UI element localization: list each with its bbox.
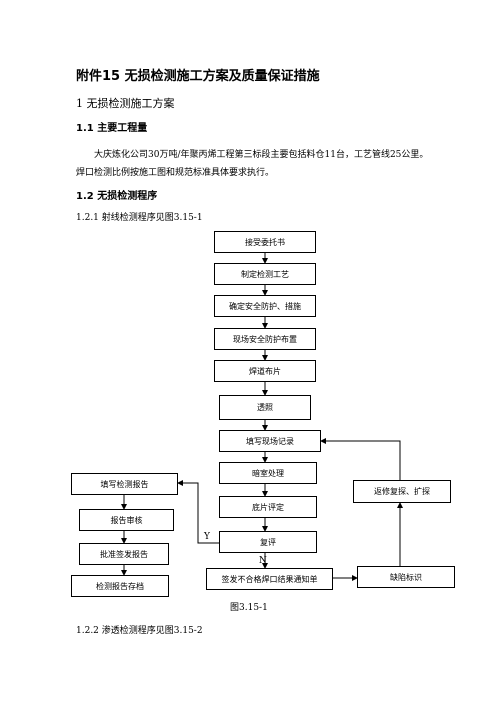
flow-step-fill-report: 填写检测报告 <box>71 473 178 495</box>
subsubsection-heading: 1.2.1 射线检测程序见图3.15-1 <box>76 213 203 223</box>
branch-label-yes: Y <box>204 532 210 542</box>
flow-step-film-evaluation: 底片评定 <box>219 496 317 518</box>
section-heading: 1 无损检测施工方案 <box>76 97 175 110</box>
page-title: 附件15 无损检测施工方案及质量保证措施 <box>76 69 320 84</box>
flow-step-re-evaluation: 复评 <box>219 531 317 553</box>
flow-step-rework-retest: 返修复探、扩探 <box>353 480 451 503</box>
flow-step-make-procedure: 制定检测工艺 <box>214 263 316 285</box>
flow-step-report-review: 报告审核 <box>79 509 174 531</box>
flow-step-archive-report: 检测报告存档 <box>71 575 169 597</box>
branch-label-no: N <box>259 556 267 566</box>
arrow-line <box>320 438 401 480</box>
subsubsection-heading: 1.2.2 渗透检测程序见图3.15-2 <box>76 626 203 636</box>
flow-step-nonconformance-notice: 签发不合格焊口结果通知单 <box>206 568 333 590</box>
flow-step-field-record: 填写现场记录 <box>219 430 321 452</box>
flow-step-film-placement: 焊道布片 <box>214 360 316 382</box>
flow-step-accept-commission: 接受委托书 <box>214 231 316 253</box>
subsection-heading: 1.1 主要工程量 <box>76 123 148 134</box>
flow-step-safety-measures: 确定安全防护、措施 <box>214 295 316 317</box>
flow-step-darkroom: 暗室处理 <box>219 462 317 484</box>
flow-step-defect-marking: 缺陷标识 <box>357 566 455 588</box>
body-paragraph: 大庆炼化公司30万吨/年聚丙烯工程第三标段主要包括料仓11台，工艺管线25公里。… <box>76 150 429 178</box>
figure-caption: 图3.15-1 <box>230 603 268 613</box>
flow-step-site-safety-layout: 现场安全防护布置 <box>214 328 316 350</box>
flow-step-exposure: 透照 <box>219 395 311 420</box>
flow-step-approve-report: 批准签发报告 <box>79 543 169 565</box>
arrow-line <box>177 480 219 544</box>
subsection-heading: 1.2 无损检测程序 <box>76 191 158 202</box>
